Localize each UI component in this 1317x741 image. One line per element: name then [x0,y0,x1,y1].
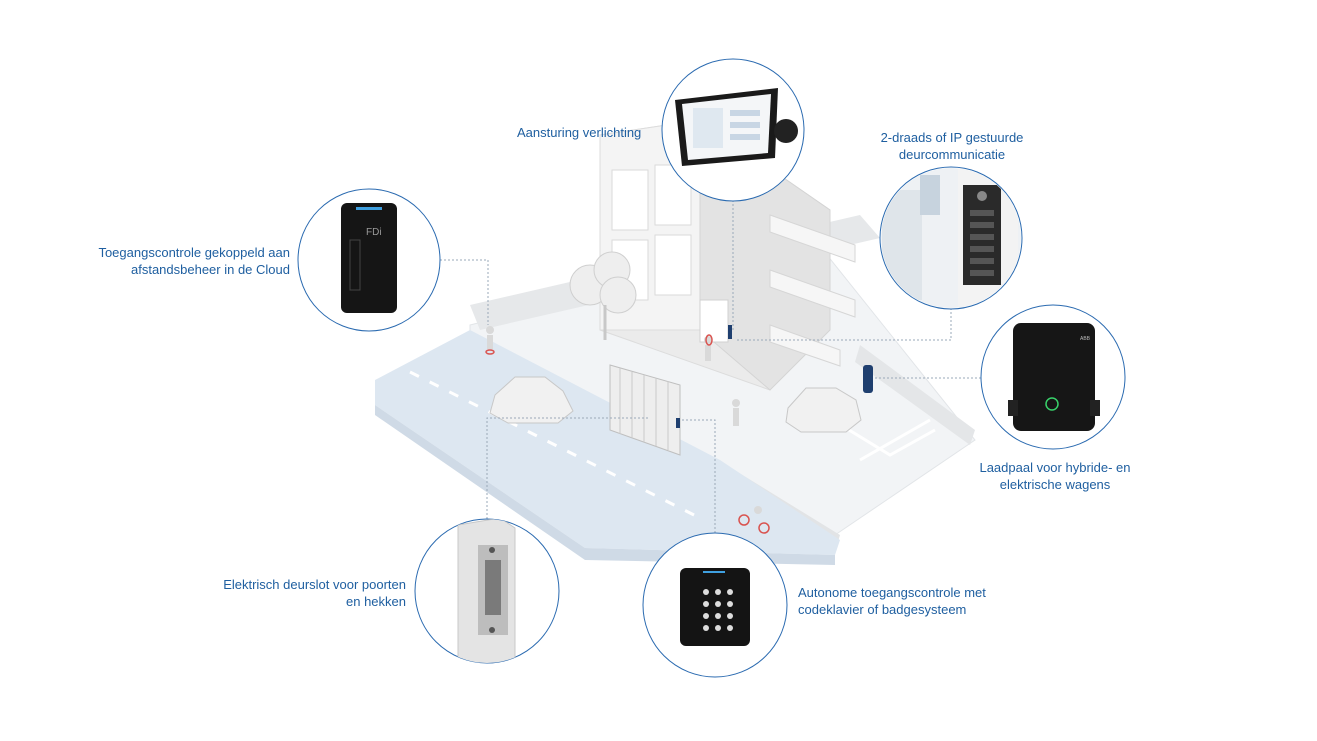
label-cloud-access-line-1: Toegangscontrole gekoppeld aan [98,245,290,260]
label-charger-line-2: elektrische wagens [999,477,1111,492]
gate [609,364,681,456]
callout-circle-charger: ABB [980,304,1126,450]
label-keypad: Autonome toegangscontrole met codeklavie… [798,584,986,618]
label-cloud-access: Toegangscontrole gekoppeld aan afstandsb… [60,244,290,278]
label-keypad-line-2: codeklavier of badgesysteem [798,602,967,617]
label-lighting-line-1: Aansturing verlichting [517,125,642,140]
label-charger-line-1: Laadpaal voor hybride- en [979,460,1131,475]
label-charger: Laadpaal voor hybride- en elektrische wa… [965,459,1145,493]
people [486,326,762,514]
callout-circle-intercom [879,166,1023,310]
label-door-communication: 2-draads of IP gestuurde deurcommunicati… [872,129,1032,163]
label-cloud-access-line-2: afstandsbeheer in de Cloud [130,262,290,277]
label-door-lock-line-1: Elektrisch deurslot voor poorten [223,577,406,592]
label-door-communication-line-2: deurcommunicatie [898,147,1006,162]
callout-circle-lock [414,518,560,664]
red-accents [485,334,770,534]
trees [569,251,637,340]
callout-circle-keypad [642,532,788,678]
label-door-communication-line-1: 2-draads of IP gestuurde [880,130,1024,145]
cars [489,376,862,433]
reader-logo: FDi [366,227,382,238]
charging-post [863,365,873,393]
leader-lines [440,200,981,533]
label-door-lock-line-2: en hekken [346,594,406,609]
road-markings [409,370,701,520]
label-door-lock: Elektrisch deurslot voor poorten en hekk… [166,576,406,610]
charger-brand: ABB [1080,336,1091,342]
label-keypad-line-1: Autonome toegangscontrole met [798,585,986,600]
callout-circle-tablet [661,58,805,202]
callout-circle-reader: FDi [297,188,441,332]
label-lighting: Aansturing verlichting [517,124,641,141]
